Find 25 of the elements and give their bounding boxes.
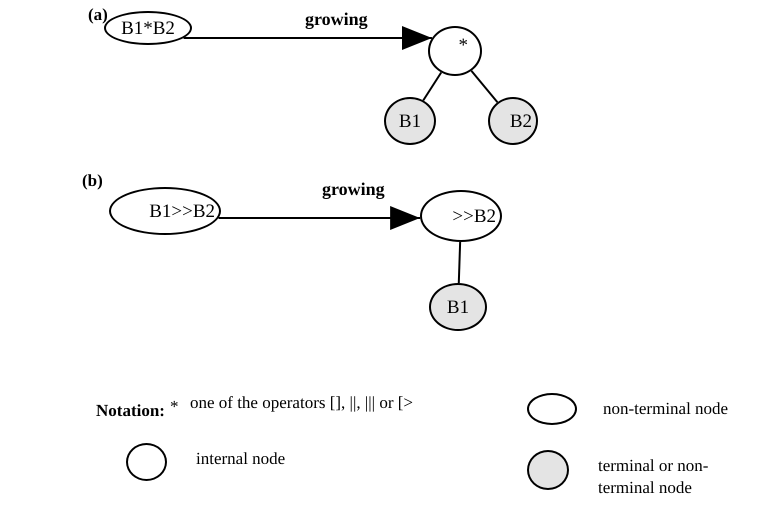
node-label: B1 bbox=[398, 112, 422, 130]
connector-line bbox=[458, 242, 462, 284]
arrow bbox=[218, 206, 420, 230]
connector-line bbox=[470, 70, 498, 103]
node-label: B1>>B2 bbox=[149, 202, 215, 220]
panel-label: (a) bbox=[88, 6, 108, 23]
arrow bbox=[184, 26, 432, 50]
panel-label: (b) bbox=[82, 172, 103, 189]
edge-label: growing bbox=[322, 180, 385, 198]
internal-node bbox=[428, 26, 482, 76]
node-label: B2 bbox=[510, 112, 532, 130]
node-label: B1*B2 bbox=[121, 18, 175, 38]
notation-heading: Notation: bbox=[96, 402, 165, 419]
legend-text: one of the operators [], ||, ||| or [> bbox=[190, 394, 413, 411]
terminal-node bbox=[488, 97, 538, 145]
connector-line bbox=[422, 72, 442, 101]
node-label: >>B2 bbox=[452, 206, 496, 226]
legend-text: terminal or non-terminal node bbox=[598, 455, 710, 499]
legend-text: non-terminal node bbox=[603, 398, 730, 420]
node-label: B1 bbox=[446, 298, 470, 316]
edge-label: growing bbox=[305, 10, 368, 28]
node-label: * bbox=[458, 36, 468, 55]
terminal-node bbox=[384, 97, 436, 145]
operator-symbol: * bbox=[170, 398, 178, 415]
legend-text: internal node bbox=[196, 448, 286, 470]
